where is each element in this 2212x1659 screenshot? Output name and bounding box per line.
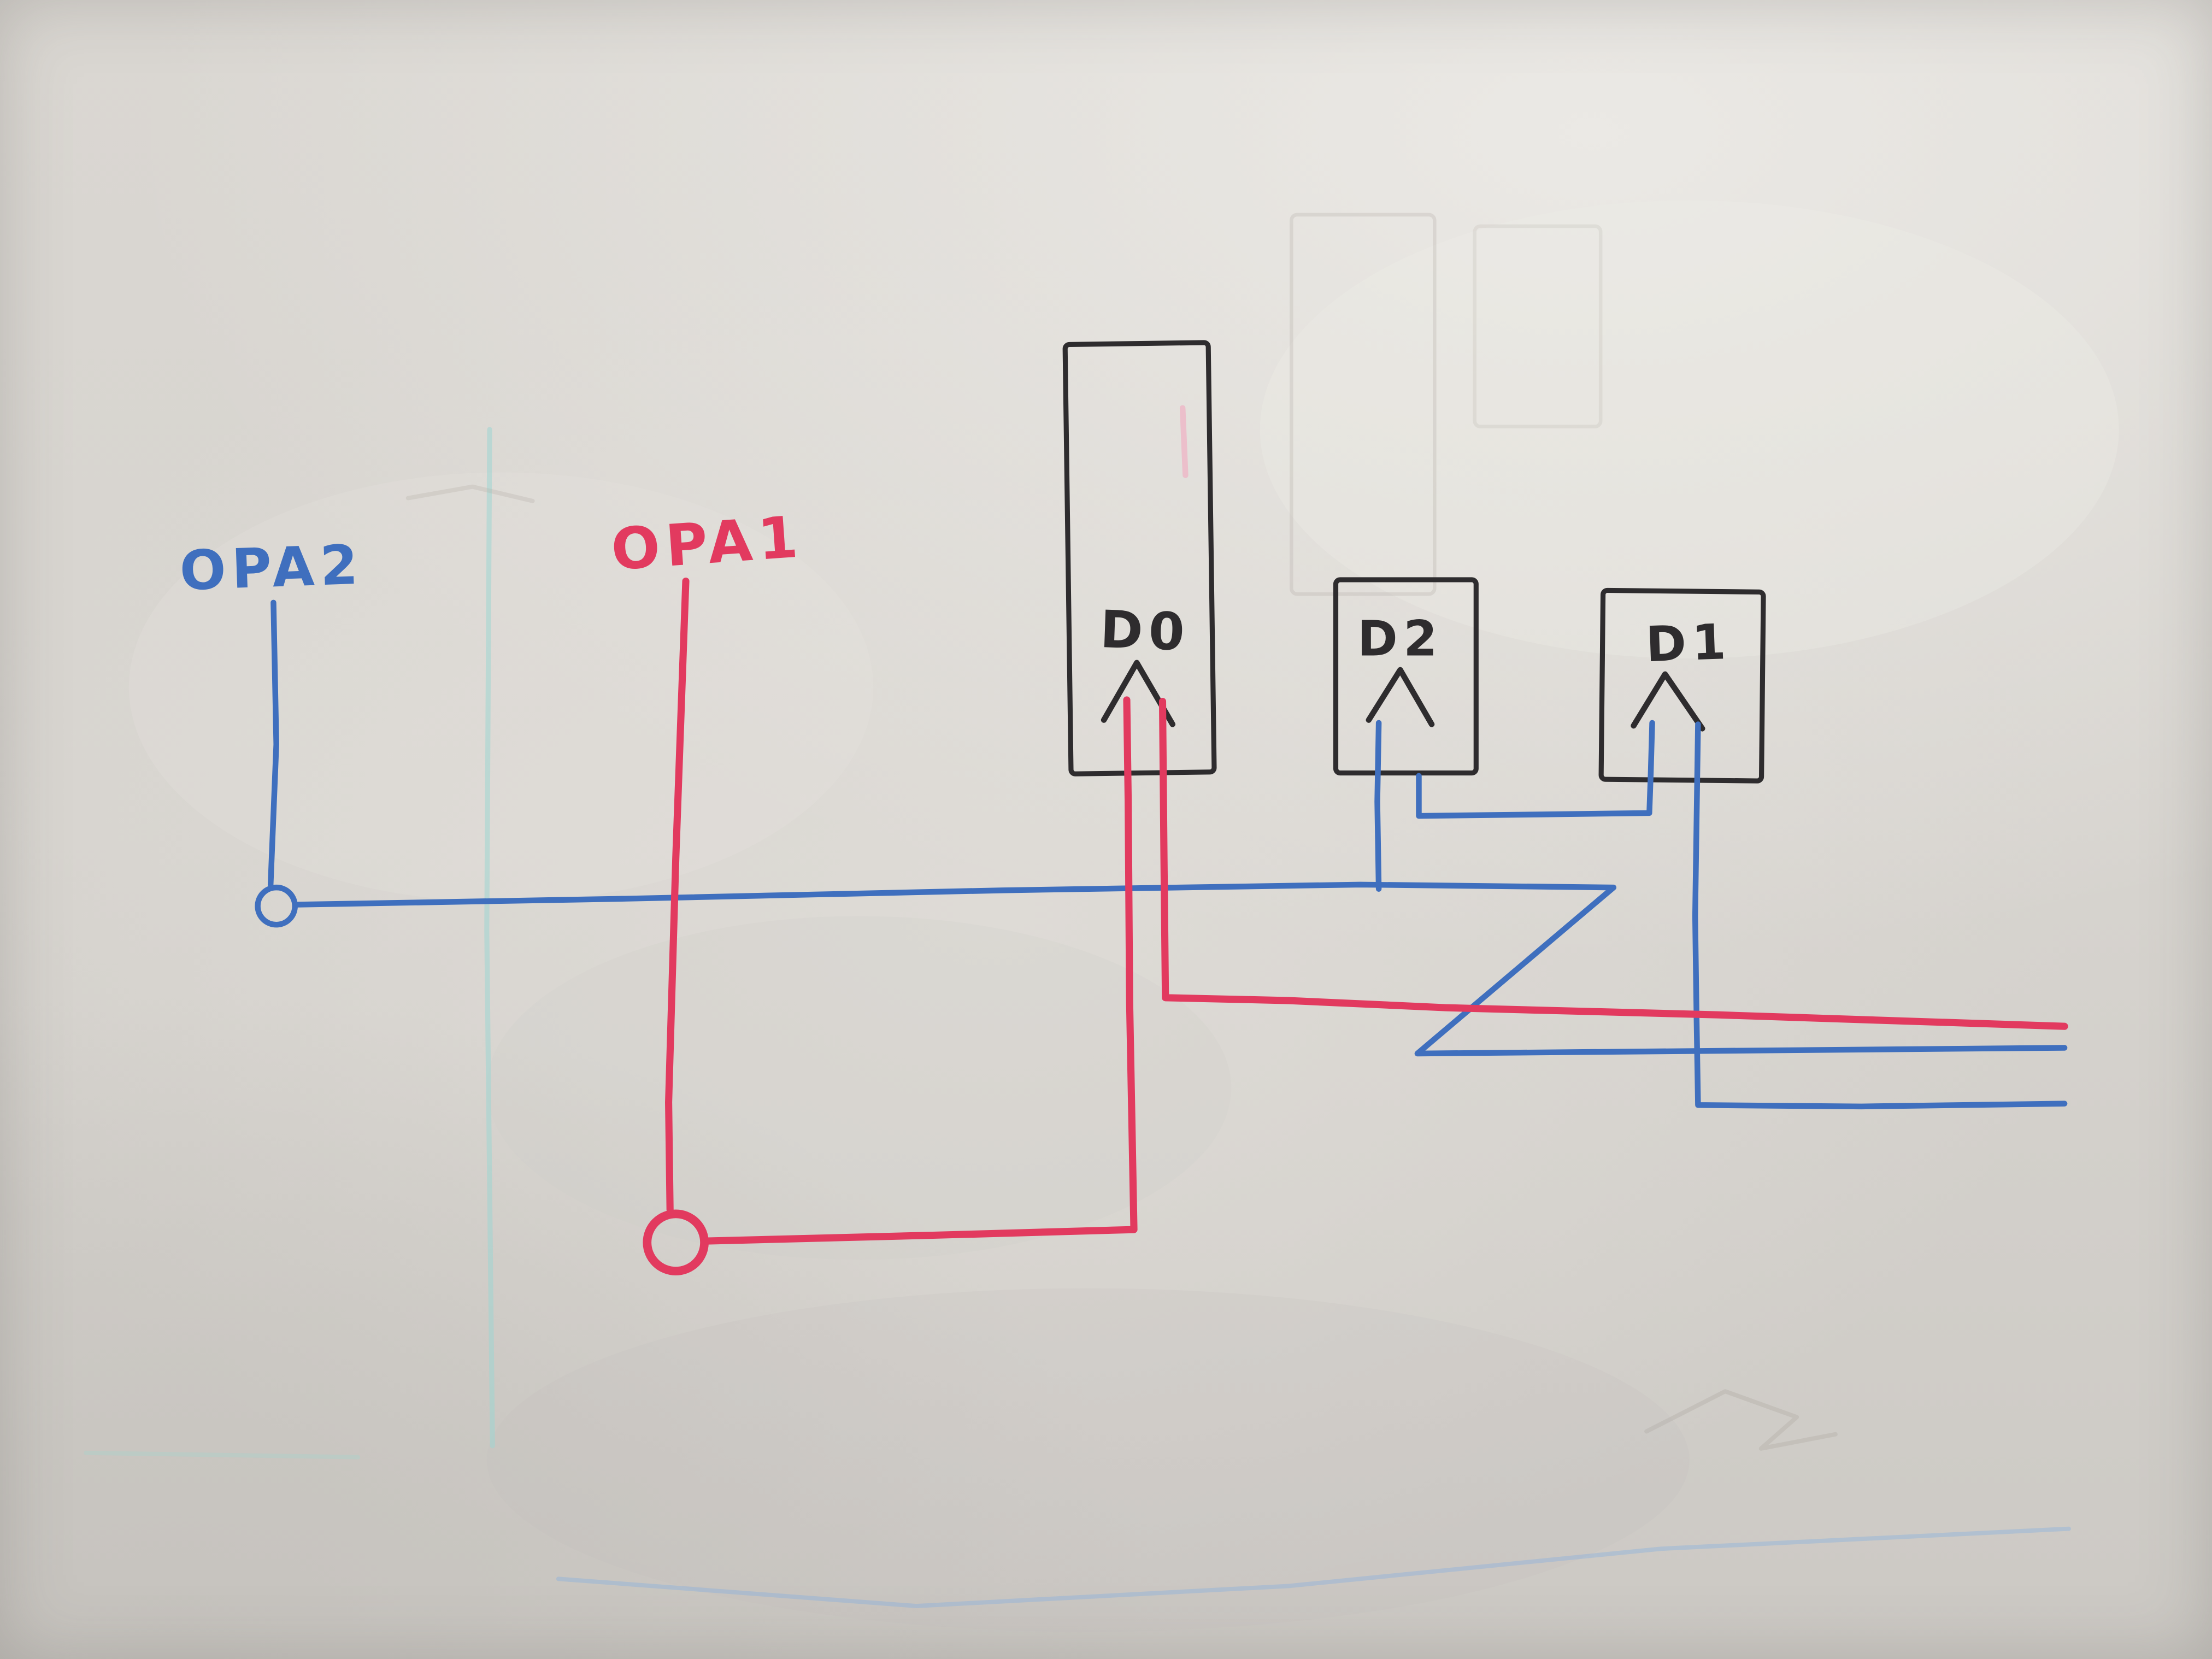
ghost-box-2 [1473, 224, 1603, 428]
wire-opa2-stem [267, 599, 279, 888]
label-opa1: OPA1 [609, 503, 806, 583]
faint-stroke-erased-cyan-bottom-left [84, 1450, 360, 1460]
d1-caret [1631, 671, 1705, 732]
d2-caret [1366, 667, 1435, 727]
label-d1: D1 [1645, 614, 1732, 673]
node-opa1-node [643, 1209, 709, 1275]
smudge-3 [486, 1288, 1690, 1632]
wire-d0-down-right [1158, 698, 2068, 1030]
d2-box [1333, 577, 1479, 776]
wire-opa1-stem [665, 577, 690, 1214]
faint-stroke-erased-cyan-vertical [484, 427, 495, 1449]
faint-stroke-erased-gray-marks-topleft [405, 484, 535, 503]
wire-opa2-bus-and-zigzag [293, 881, 2068, 1057]
wire-opa1-to-d0 [703, 696, 1138, 1245]
label-d2: D2 [1357, 611, 1443, 668]
d0-box [1062, 340, 1217, 776]
faint-stroke-erased-blue-bottom-wave [556, 1526, 2071, 1609]
node-opa2-node [255, 884, 298, 928]
wire-d2-d1-link [1416, 720, 1655, 819]
wire-d1-drop-right [1692, 721, 2068, 1110]
label-opa2: OPA2 [179, 534, 365, 603]
d1-box [1598, 587, 1766, 784]
faint-stroke-erased-squiggle-bottom-right [1644, 1389, 1838, 1451]
label-d0: D0 [1099, 599, 1191, 663]
wire-d2-drop [1374, 720, 1382, 892]
smudge-4 [486, 916, 1232, 1260]
smudge-2 [1260, 200, 2119, 658]
faint-stroke-erased-pink-mark-in-d0 [1179, 405, 1189, 478]
ghost-box-1 [1290, 213, 1437, 596]
